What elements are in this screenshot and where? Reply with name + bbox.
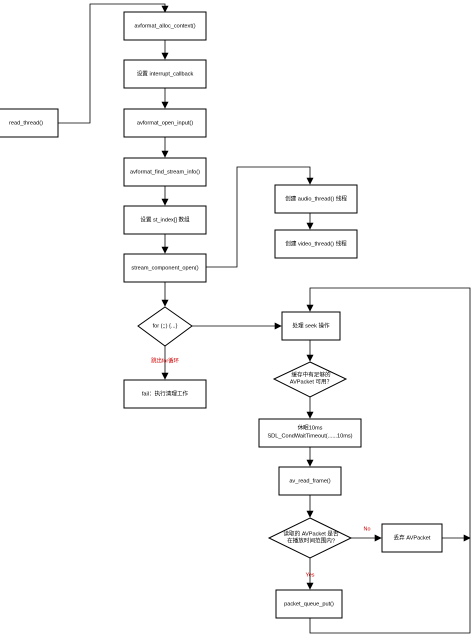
st-index-box: 设置 st_index[] 数组 xyxy=(123,205,207,235)
open-input-box: avformat_open_input() xyxy=(123,108,207,138)
edge-loop-back xyxy=(306,287,471,634)
queue-put-label: packet_queue_put() xyxy=(284,601,334,607)
discard-packet-box: 丢弃 AVPacket xyxy=(381,523,443,553)
read-frame-label: av_read_frame() xyxy=(289,478,330,484)
sleep-wait-label-1: 休眠10ms xyxy=(298,423,323,431)
edge-component-open-to-audio-thread xyxy=(206,166,314,268)
read-thread-box: read_thread() xyxy=(0,108,59,138)
read-thread-label: read_thread() xyxy=(9,120,43,126)
video-thread-box: 创建 video_thread() 线程 xyxy=(274,229,358,259)
for-loop-diamond: for (;;) {...} xyxy=(137,306,193,347)
edge-read-thread-to-alloc xyxy=(58,3,169,124)
discard-packet-label: 丢弃 AVPacket xyxy=(394,533,431,541)
interrupt-callback-label: 设置 interrupt_callback xyxy=(137,69,194,77)
in-range-label-2: 在播放时间范围内? xyxy=(287,536,335,544)
seek-box: 处理 seek 操作 xyxy=(281,311,341,341)
in-range-diamond: 读取的 AVPacket 是否 在播放时间范围内? xyxy=(267,517,353,559)
exit-loop-label: 跳出for循环 xyxy=(151,356,179,364)
interrupt-callback-box: 设置 interrupt_callback xyxy=(123,59,207,89)
in-range-label-1: 读取的 AVPacket 是否 xyxy=(283,529,339,537)
audio-thread-label: 创建 audio_thread() 线程 xyxy=(285,194,347,202)
st-index-label: 设置 st_index[] 数组 xyxy=(140,215,190,223)
component-open-box: stream_component_open() xyxy=(123,253,207,283)
video-thread-label: 创建 video_thread() 线程 xyxy=(285,239,347,247)
fail-cleanup-box: fail：执行清理工作 xyxy=(123,379,207,409)
enough-packets-diamond: 缓存中有足够的 AVPacket 可用？ xyxy=(272,361,348,398)
alloc-context-label: avformat_alloc_context() xyxy=(134,23,195,29)
for-loop-label: for (;;) {...} xyxy=(153,323,178,329)
find-stream-info-box: avformat_find_stream_info() xyxy=(123,157,207,187)
enough-packets-label-2: AVPacket 可用？ xyxy=(290,378,332,385)
alloc-context-box: avformat_alloc_context() xyxy=(123,11,207,41)
audio-thread-box: 创建 audio_thread() 线程 xyxy=(274,184,358,214)
queue-put-box: packet_queue_put() xyxy=(275,589,343,619)
component-open-label: stream_component_open() xyxy=(131,265,198,271)
open-input-label: avformat_open_input() xyxy=(137,120,193,126)
no-label: No xyxy=(364,526,371,532)
sleep-wait-label-2: SDL_CondWaitTimeout(......10ms) xyxy=(267,433,352,439)
yes-label: Yes xyxy=(306,572,315,578)
find-stream-info-label: avformat_find_stream_info() xyxy=(130,169,200,175)
seek-label: 处理 seek 操作 xyxy=(292,321,330,329)
enough-packets-label-1: 缓存中有足够的 xyxy=(291,370,331,378)
sleep-wait-box: 休眠10ms SDL_CondWaitTimeout(......10ms) xyxy=(258,418,362,448)
read-frame-box: av_read_frame() xyxy=(278,466,342,496)
fail-cleanup-label: fail：执行清理工作 xyxy=(142,389,189,397)
